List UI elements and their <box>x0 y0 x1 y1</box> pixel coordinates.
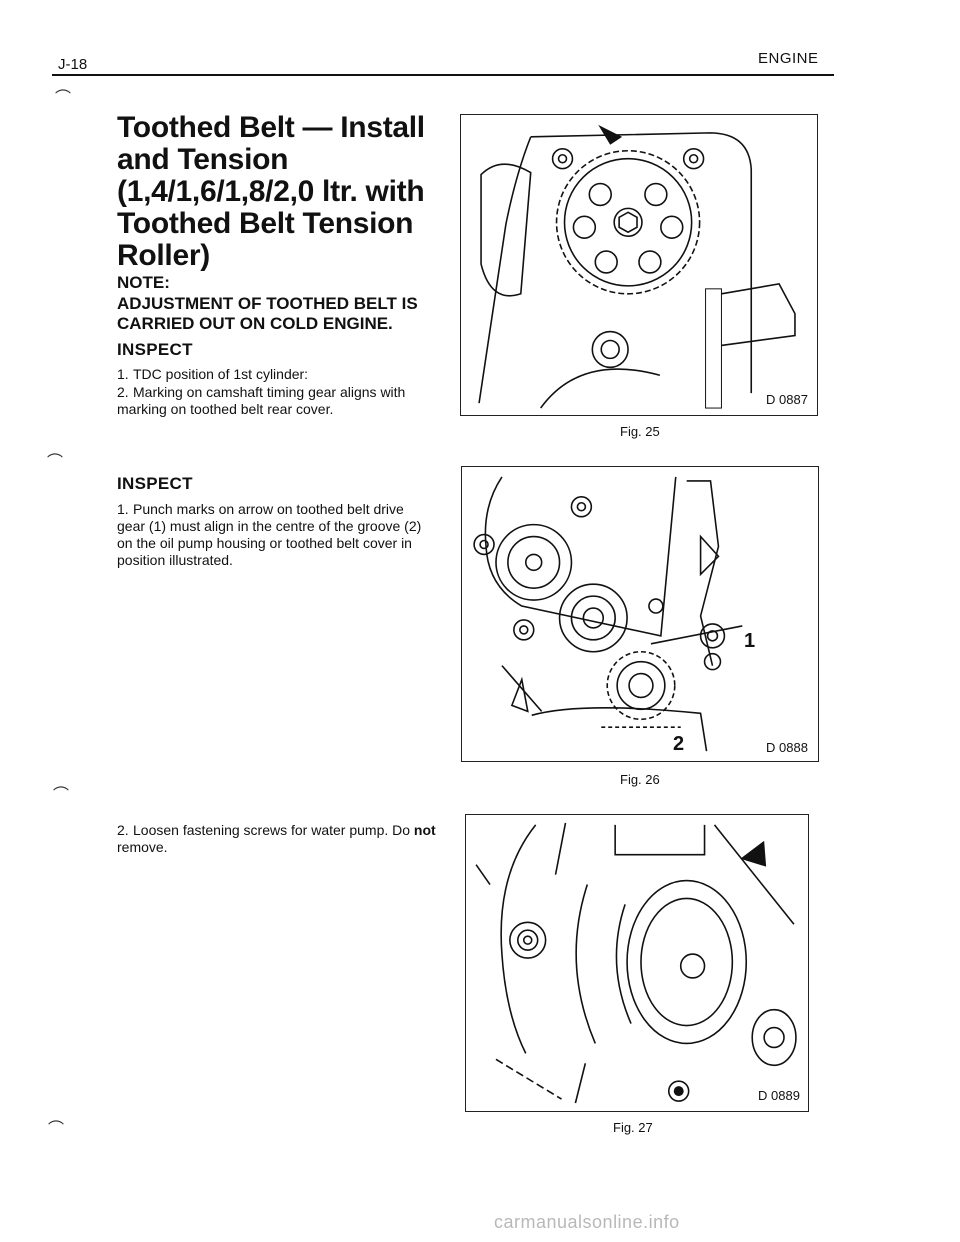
figure-caption: Fig. 27 <box>613 1120 653 1135</box>
step-text: Loosen fastening screws for water pump. … <box>133 822 414 838</box>
crop-mark-icon: ⌒ <box>47 454 64 471</box>
crop-mark-icon: ⌒ <box>48 1121 65 1138</box>
figure-26-image <box>461 466 819 762</box>
figure-caption: Fig. 25 <box>620 424 660 439</box>
step-text: Marking on camshaft timing gear aligns w… <box>117 384 406 417</box>
watermark-text: carmanualsonline.info <box>494 1212 680 1232</box>
figure-caption: Fig. 26 <box>620 772 660 787</box>
header-rule <box>52 74 834 76</box>
crop-mark-icon: ⌒ <box>55 90 72 107</box>
figure-code: D 0889 <box>758 1088 800 1103</box>
note-label: NOTE: <box>117 273 170 292</box>
page-number: J-18 <box>58 56 88 73</box>
list-item: 1.TDC position of 1st cylinder: <box>117 366 309 382</box>
figure-code: D 0888 <box>766 740 808 755</box>
note-text: ADJUSTMENT OF TOOTHED BELT IS CARRIED OU… <box>117 294 418 333</box>
figure-27-image <box>465 814 809 1112</box>
list-item: 1.Punch marks on arrow on toothed belt d… <box>117 501 422 568</box>
emphasis-text: not <box>413 822 436 838</box>
list-item: 2.Marking on camshaft timing gear aligns… <box>117 384 406 417</box>
step-text-end: remove. <box>117 839 168 855</box>
callout-label-2: 2 <box>673 733 685 755</box>
inspect-heading-2: INSPECT <box>117 474 193 493</box>
figure-code: D 0887 <box>766 392 808 407</box>
crop-mark-icon: ⌒ <box>53 787 70 804</box>
inspect-heading-1: INSPECT <box>117 340 193 359</box>
step-text: TDC position of 1st cylinder: <box>133 366 309 382</box>
list-item: 2.Loosen fastening screws for water pump… <box>117 822 436 855</box>
page-title: Toothed Belt — Install and Tension (1,4/… <box>117 111 425 272</box>
callout-label-1: 1 <box>744 630 756 652</box>
figure-25-image <box>460 114 818 416</box>
section-title: ENGINE <box>758 50 819 67</box>
step-text: Punch marks on arrow on toothed belt dri… <box>117 501 422 568</box>
